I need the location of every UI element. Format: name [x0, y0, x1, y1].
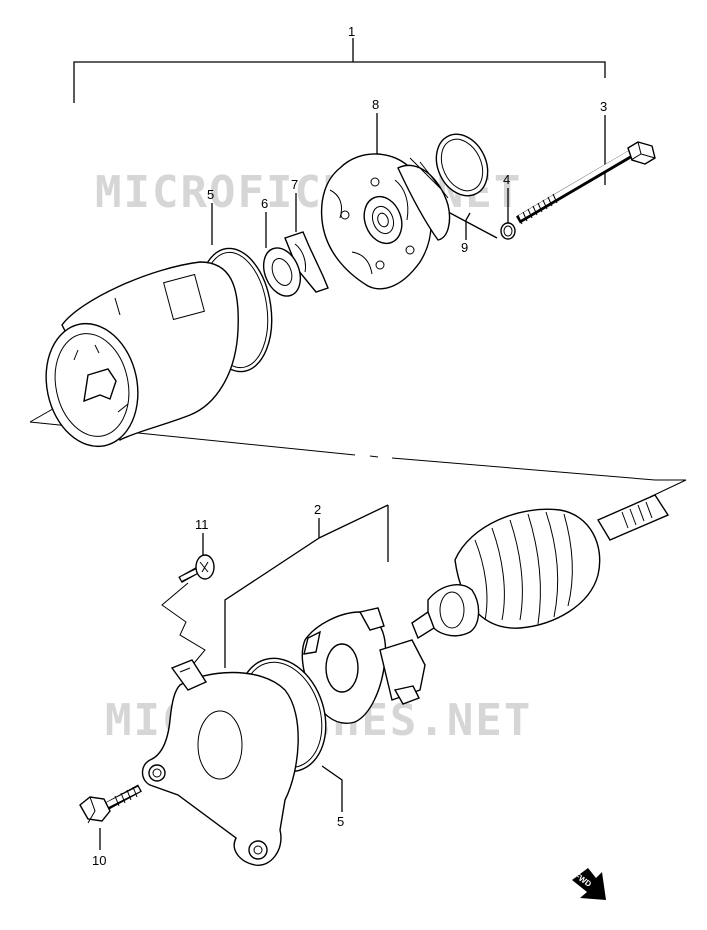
o-ring-part-9 [435, 133, 489, 197]
callout-6: 6 [261, 196, 268, 211]
armature [411, 494, 670, 640]
callout-3: 3 [600, 99, 607, 114]
through-bolt-part-3 [515, 141, 656, 225]
front-housing-part-8 [320, 153, 451, 290]
fwd-arrow-icon: FWD [572, 868, 606, 900]
callout-11: 11 [195, 517, 209, 532]
callout-4: 4 [503, 172, 510, 187]
callout-2: 2 [314, 502, 321, 517]
washer-part-7 [284, 231, 329, 293]
screw-part-11 [178, 554, 215, 584]
o-ring-part-4 [500, 222, 516, 240]
rear-cover [141, 659, 299, 866]
callout-5-top: 5 [207, 187, 214, 202]
yoke-housing [45, 261, 239, 448]
callout-10: 10 [92, 853, 106, 868]
bolt-part-10 [79, 784, 142, 824]
callout-labels: 1 2 3 4 5 6 7 8 9 10 11 5 [92, 24, 607, 868]
washer-part-6 [262, 247, 302, 297]
callout-5-bottom: 5 [337, 814, 344, 829]
callout-9: 9 [461, 240, 468, 255]
brush-holder [301, 607, 426, 724]
callout-1: 1 [348, 24, 355, 39]
callout-8: 8 [372, 97, 379, 112]
callout-7: 7 [291, 177, 298, 192]
